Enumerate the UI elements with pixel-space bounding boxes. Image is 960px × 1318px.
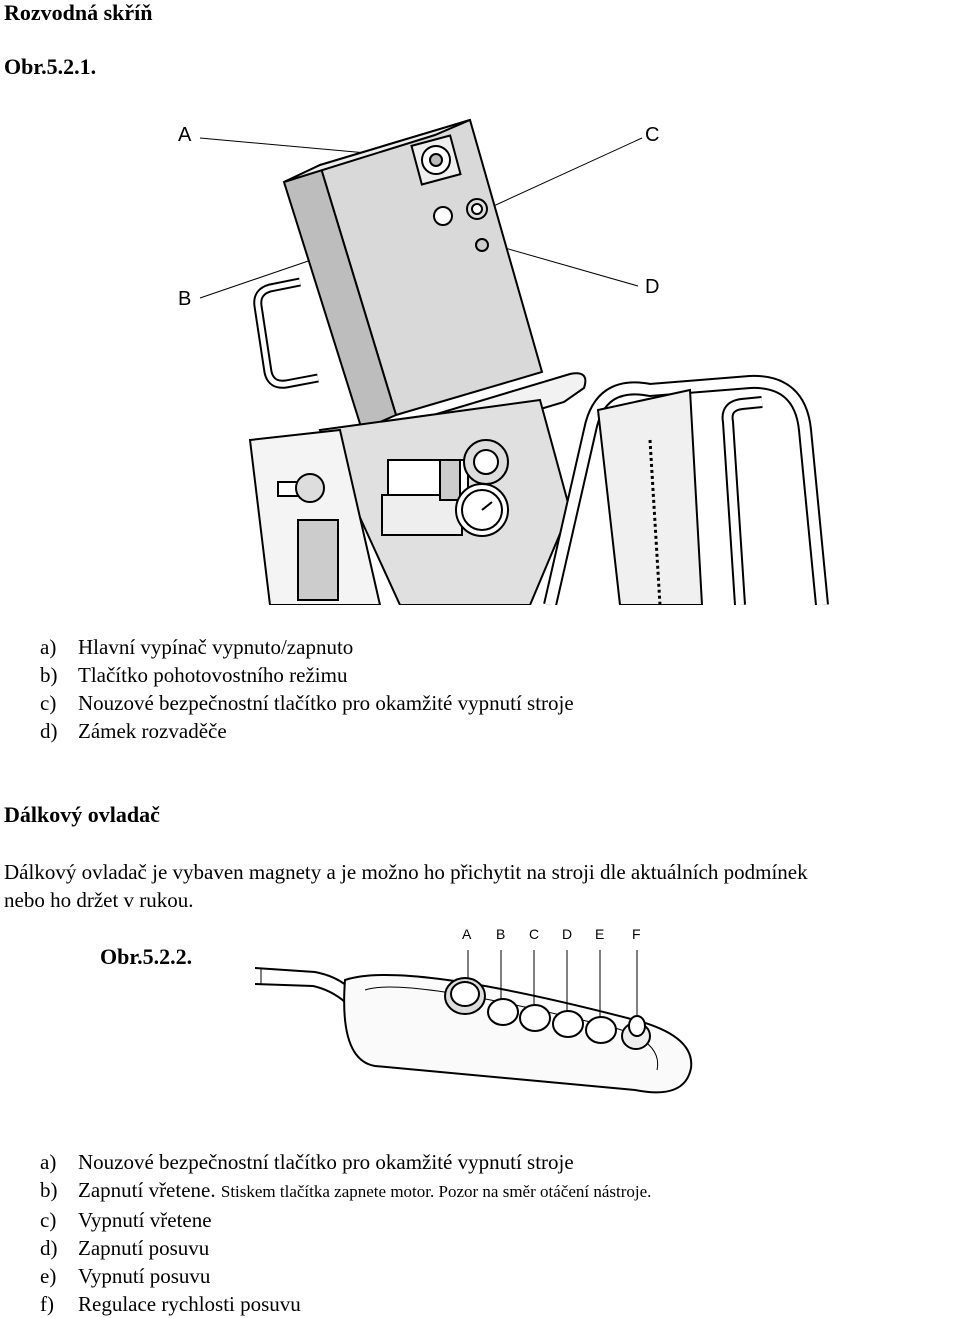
pendant-button-d [552,1010,584,1038]
pendant-button-e [585,1016,617,1044]
pendant-button-b [487,998,519,1026]
callout-2-e: E [595,926,605,942]
remote-paragraph-line-1: Dálkový ovladač je vybaven magnety a je … [4,860,808,884]
figure1-caption: Obr.5.2.1. [4,54,97,79]
pendant-button-c [519,1004,551,1032]
pendant-speed-knob [621,1015,651,1050]
list-item: d)Zapnutí posuvu [40,1236,210,1260]
main-switch [410,134,462,186]
list-item: b)Tlačítko pohotovostního režimu [40,663,348,687]
remote-heading: Dálkový ovladač [4,802,160,827]
callout-2-f: F [632,926,641,942]
callout-d: D [645,276,660,298]
list-item: c)Nouzové bezpečnostní tlačítko pro okam… [40,691,574,715]
list-item: d)Zámek rozvaděče [40,719,227,743]
callout-2-c: C [529,926,540,942]
callout-a: A [178,124,192,146]
leader-line-c [475,137,643,215]
callout-2-a: A [462,926,472,942]
remote-legend-list: a)Nouzové bezpečnostní tlačítko pro okam… [40,1148,651,1318]
list-item: f)Regulace rychlosti posuvu [40,1292,301,1316]
list-item: e)Vypnutí posuvu [40,1264,211,1288]
section-title: Rozvodná skříň [4,0,153,25]
list-item: a)Hlavní vypínač vypnuto/zapnuto [40,635,354,659]
list-item: c)Vypnutí vřetene [40,1208,212,1232]
remote-paragraph: Dálkový ovladač je vybaven magnety a je … [4,858,960,914]
standby-button [433,206,453,226]
list-item: b)Zapnutí vřetene. Stiskem tlačítka zapn… [40,1178,652,1202]
switch-cabinet-illustration [199,118,829,605]
callout-c: C [645,124,660,146]
remote-pendant-illustration [255,950,693,1094]
machine-body [248,398,572,605]
remote-paragraph-line-2: nebo ho držet v rukou. [4,888,194,912]
cabinet-lock [475,238,489,252]
cabinet-legend-list: a)Hlavní vypínač vypnuto/zapnuto b)Tlačí… [40,633,574,745]
pendant-emergency-button [444,977,486,1015]
callout-2-b: B [496,926,506,942]
pendant-body [343,974,693,1094]
left-clamp [277,473,339,601]
figure2-caption: Obr.5.2.2. [100,944,193,969]
leader-line-d [483,241,639,287]
right-frame [543,374,829,605]
list-item-note: Stiskem tlačítka zapnete motor. Pozor na… [220,1182,652,1201]
callout-2-d: D [562,926,573,942]
list-item: a)Nouzové bezpečnostní tlačítko pro okam… [40,1150,574,1174]
cabinet-box [282,118,544,432]
gauge-dial [455,439,509,537]
callout-b: B [178,288,192,310]
